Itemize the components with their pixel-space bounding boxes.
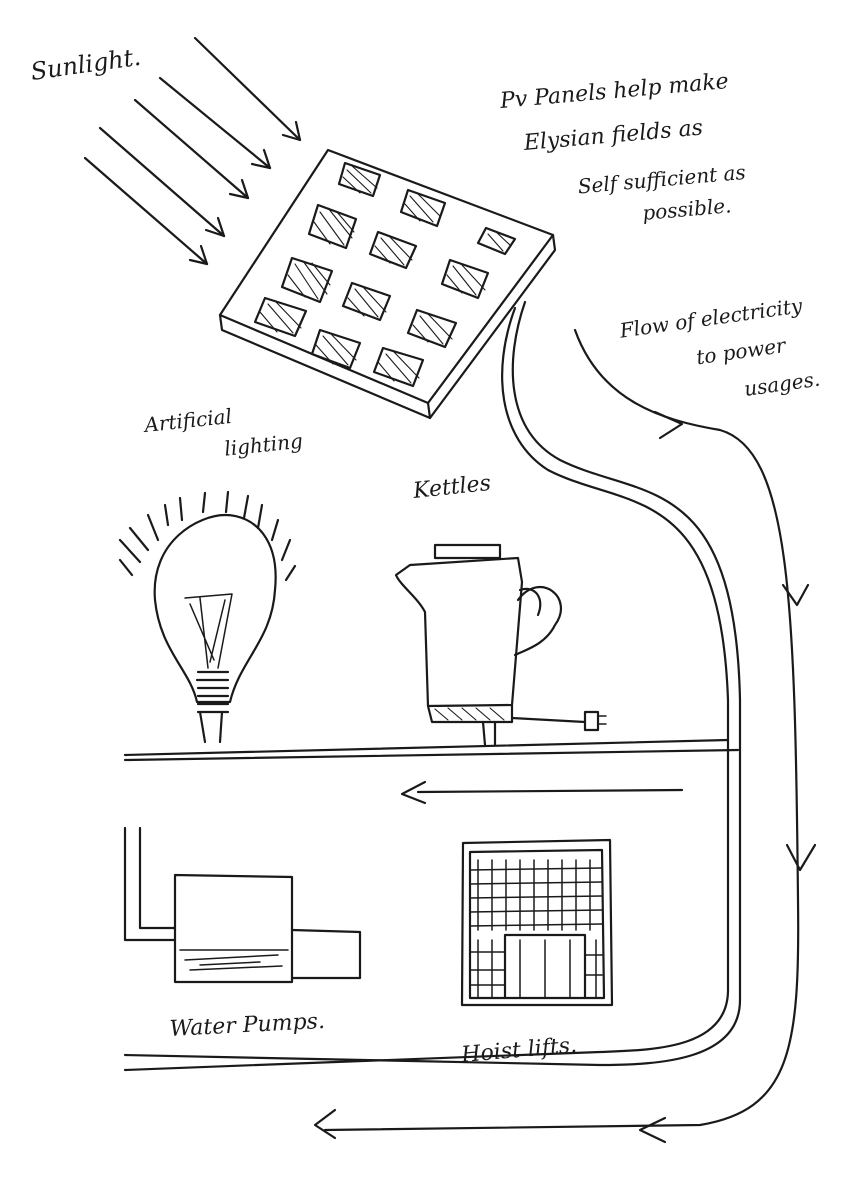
kettle xyxy=(394,543,607,747)
sunlight-arrows xyxy=(83,36,302,266)
electricity-flow xyxy=(313,328,817,1144)
pv-note: Pv Panels help make Elysian fields as Se… xyxy=(498,69,747,225)
pv-note-line-2: Elysian fields as xyxy=(522,115,704,156)
pv-cells xyxy=(253,161,517,388)
flow-note-line-2: to power xyxy=(695,333,789,369)
pv-note-line-4: possible. xyxy=(641,193,732,225)
flow-note: Flow of electricity to power usages. xyxy=(617,293,822,401)
hoist-lifts-label: Hoist lifts. xyxy=(459,1033,578,1068)
hoist-lift xyxy=(460,838,614,1007)
kettles-label: Kettles xyxy=(411,471,492,504)
lighting-label-line-2: lighting xyxy=(223,429,304,461)
light-bulb xyxy=(118,490,297,744)
flow-note-line-3: usages. xyxy=(743,367,822,401)
pv-note-line-1: Pv Panels help make xyxy=(498,69,730,114)
pv-note-line-3: Self sufficient as xyxy=(577,160,747,199)
sunlight-label: Sunlight. xyxy=(29,43,143,86)
lighting-label-line-1: Artificial xyxy=(141,404,233,437)
water-pumps-label: Water Pumps. xyxy=(169,1009,325,1042)
power-cable xyxy=(123,300,742,1072)
pv-panel xyxy=(218,148,557,420)
water-pump xyxy=(123,826,362,984)
lighting-label: Artificial lighting xyxy=(141,404,304,461)
